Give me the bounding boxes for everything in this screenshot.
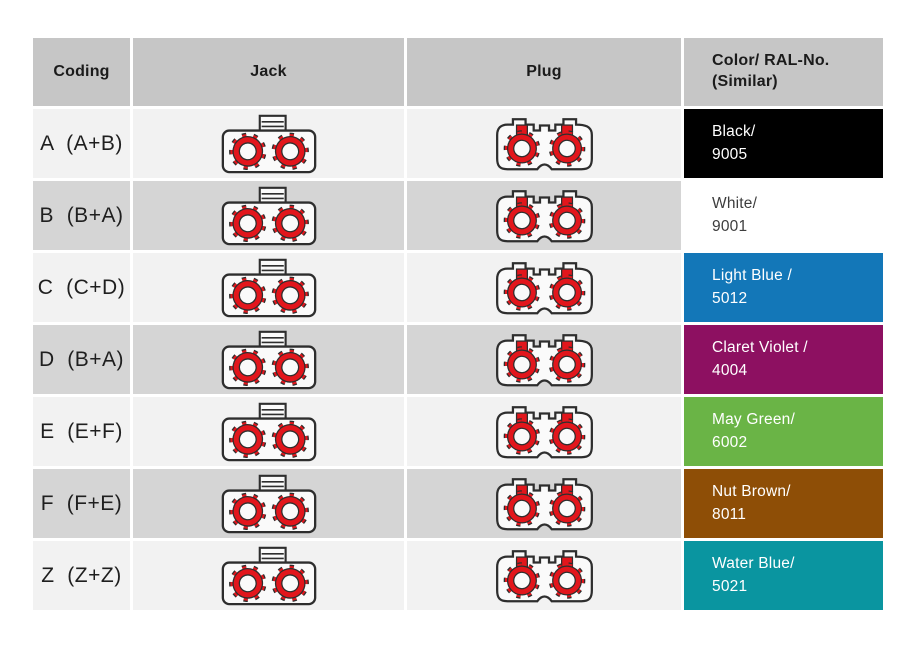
plug-connector-icon <box>494 404 595 460</box>
coding-cell: Z (Z+Z) <box>33 541 130 610</box>
ral-number: 6002 <box>712 433 748 451</box>
jack-cell <box>133 253 404 322</box>
jack-cell <box>133 397 404 466</box>
plug-cell <box>407 325 681 394</box>
color-swatch: Nut Brown/ 8011 <box>684 469 883 538</box>
coding-label: C (C+D) <box>37 275 126 299</box>
color-name: Water Blue/ <box>712 555 795 573</box>
color-swatch: Light Blue / 5012 <box>684 253 883 322</box>
coding-cell: B (B+A) <box>33 181 130 250</box>
coding-label: B (B+A) <box>39 203 124 227</box>
jack-cell <box>133 181 404 250</box>
header-coding: Coding <box>33 38 130 106</box>
plug-connector-icon <box>494 260 595 316</box>
plug-connector-icon <box>494 332 595 388</box>
color-swatch: May Green/ 6002 <box>684 397 883 466</box>
color-name: Nut Brown/ <box>712 483 791 501</box>
color-swatch: White/ 9001 <box>684 181 883 250</box>
jack-cell <box>133 469 404 538</box>
plug-cell <box>407 397 681 466</box>
jack-cell <box>133 541 404 610</box>
jack-connector-icon <box>221 185 317 246</box>
coding-cell: F (F+E) <box>33 469 130 538</box>
color-name: Light Blue / <box>712 267 792 285</box>
coding-label: F (F+E) <box>40 491 123 515</box>
color-name: Black/ <box>712 123 756 141</box>
coding-table: Coding Jack Plug Color/ RAL-No. (Similar… <box>33 38 883 610</box>
color-swatch: Claret Violet / 4004 <box>684 325 883 394</box>
color-name: Claret Violet / <box>712 339 808 357</box>
plug-connector-icon <box>494 116 595 172</box>
ral-number: 5021 <box>712 577 748 595</box>
jack-connector-icon <box>221 257 317 318</box>
header-jack: Jack <box>133 38 404 106</box>
jack-connector-icon <box>221 473 317 534</box>
plug-cell <box>407 541 681 610</box>
plug-connector-icon <box>494 188 595 244</box>
coding-label: D (B+A) <box>38 347 125 371</box>
coding-cell: D (B+A) <box>33 325 130 394</box>
ral-number: 9005 <box>712 145 748 163</box>
ral-number: 5012 <box>712 289 748 307</box>
coding-label: Z (Z+Z) <box>41 563 122 587</box>
plug-cell <box>407 181 681 250</box>
color-swatch: Water Blue/ 5021 <box>684 541 883 610</box>
header-plug: Plug <box>407 38 681 106</box>
coding-cell: C (C+D) <box>33 253 130 322</box>
coding-label: E (E+F) <box>40 419 123 443</box>
plug-cell <box>407 253 681 322</box>
jack-connector-icon <box>221 329 317 390</box>
plug-connector-icon <box>494 476 595 532</box>
jack-connector-icon <box>221 113 317 174</box>
jack-cell <box>133 109 404 178</box>
plug-connector-icon <box>494 548 595 604</box>
header-color-ral: Color/ RAL-No. (Similar) <box>684 38 883 106</box>
jack-connector-icon <box>221 545 317 606</box>
color-name: White/ <box>712 195 758 213</box>
plug-cell <box>407 469 681 538</box>
color-swatch: Black/ 9005 <box>684 109 883 178</box>
plug-cell <box>407 109 681 178</box>
coding-label: A (A+B) <box>40 131 123 155</box>
jack-connector-icon <box>221 401 317 462</box>
ral-number: 4004 <box>712 361 748 379</box>
ral-number: 8011 <box>712 505 747 523</box>
coding-cell: A (A+B) <box>33 109 130 178</box>
coding-cell: E (E+F) <box>33 397 130 466</box>
jack-cell <box>133 325 404 394</box>
color-name: May Green/ <box>712 411 795 429</box>
ral-number: 9001 <box>712 217 748 235</box>
